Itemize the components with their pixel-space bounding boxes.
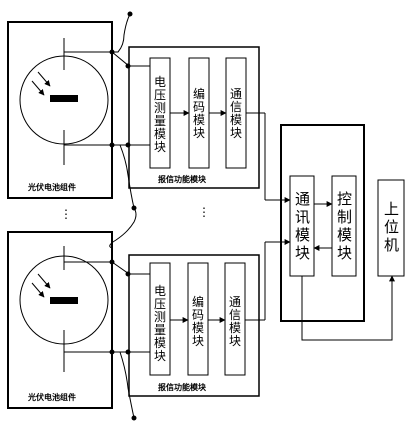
voltage-module-top: [149, 57, 171, 169]
top-unit: [7, 11, 291, 209]
encode-module-bottom: [187, 262, 209, 376]
pv-panel-bottom: [7, 231, 113, 409]
light-arrow: [37, 273, 51, 289]
comm-module-top: [225, 57, 247, 169]
voltage-module-bottom: [149, 262, 171, 376]
host-box: [377, 179, 405, 277]
comm-module-bottom: [224, 262, 246, 376]
pv-cell-bar-bottom: [50, 297, 78, 304]
pv-panel-top: [7, 21, 113, 199]
light-arrow: [31, 282, 45, 298]
light-arrow: [37, 71, 51, 87]
pv-cell-bar-top: [50, 95, 78, 102]
group-box-bottom: [128, 254, 260, 397]
group-box-top: [128, 46, 260, 189]
encode-module-top: [188, 57, 210, 169]
center-comm-module: [289, 175, 315, 277]
bottom-unit: [7, 231, 291, 421]
control-module: [331, 175, 357, 277]
controller-box: [280, 124, 365, 322]
light-arrow: [31, 80, 45, 96]
